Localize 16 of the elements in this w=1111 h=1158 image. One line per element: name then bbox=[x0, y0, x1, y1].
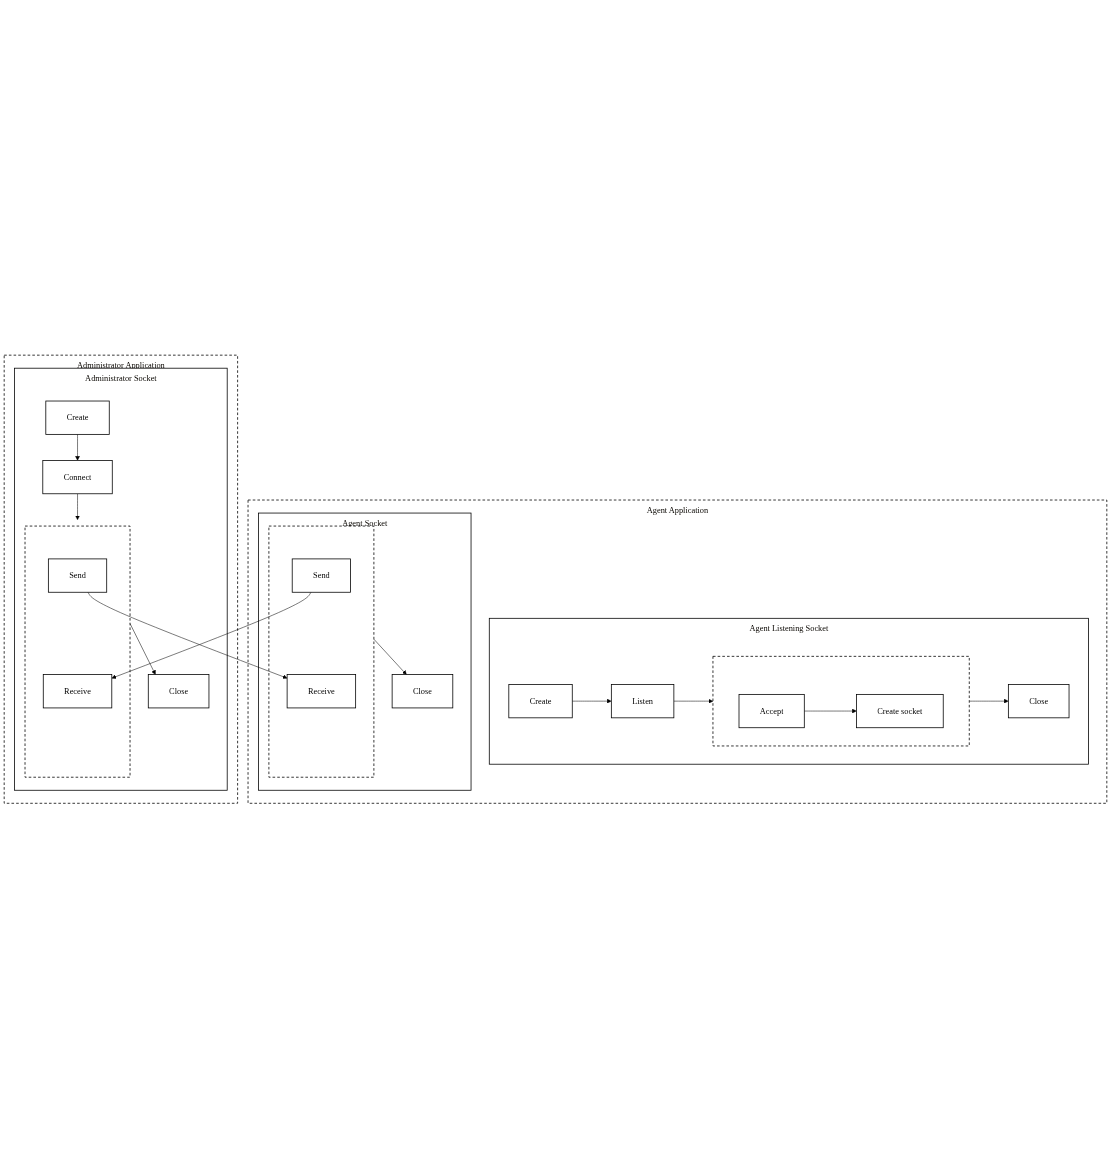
cluster bbox=[712, 655, 970, 747]
cluster bbox=[268, 525, 375, 778]
node-box: Connect bbox=[42, 459, 113, 494]
node-box: Close bbox=[147, 673, 210, 709]
cluster bbox=[24, 525, 131, 778]
node-box: Create bbox=[508, 683, 573, 718]
node-box: Receive bbox=[286, 673, 357, 709]
node-box: Accept bbox=[738, 693, 805, 728]
node-box: Close bbox=[391, 673, 454, 709]
node-box: Listen bbox=[610, 683, 675, 718]
node-box: Receive bbox=[42, 673, 113, 709]
node-box: Close bbox=[1007, 683, 1070, 718]
node-box: Send bbox=[47, 558, 108, 593]
node-box: Create bbox=[45, 400, 110, 435]
node-box: Create socket bbox=[856, 693, 944, 728]
node-box: Send bbox=[291, 558, 351, 593]
